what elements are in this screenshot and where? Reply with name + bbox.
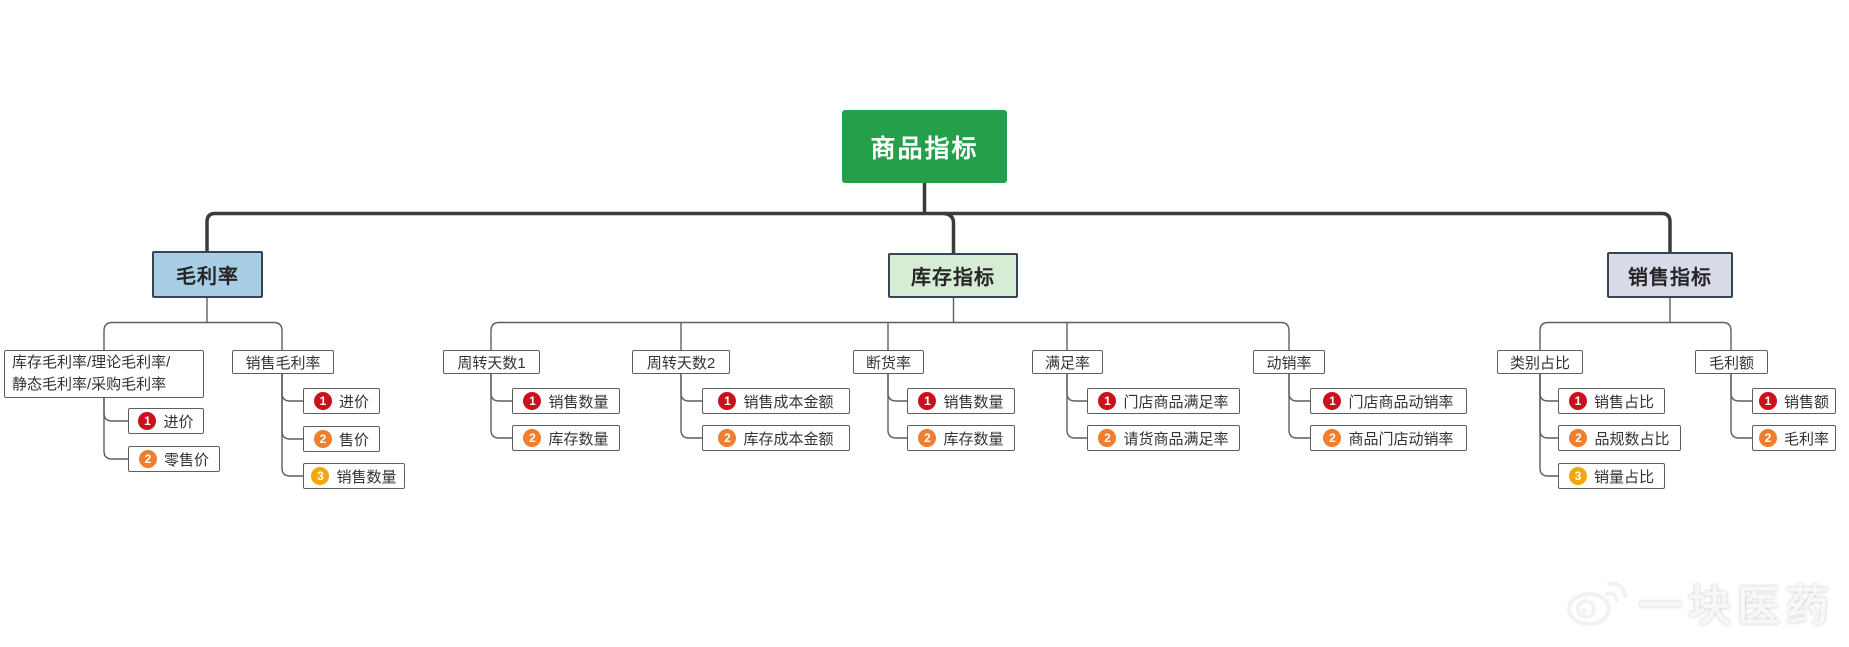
badge-1-icon: 1	[1758, 392, 1777, 410]
leaf-label: 进价	[338, 393, 369, 411]
leaf-node[interactable]: 2 零售价	[128, 446, 220, 472]
leaf-node[interactable]: 2 库存数量	[512, 425, 620, 451]
node-sell-through-rate[interactable]: 动销率	[1253, 350, 1325, 374]
leaf-label: 请货商品满足率	[1123, 430, 1229, 448]
leaf-node[interactable]: 2 品规数占比	[1558, 425, 1681, 451]
leaf-label: 销售数量	[548, 393, 609, 411]
leaf-label: 库存数量	[548, 430, 609, 448]
leaf-label: 门店商品动销率	[1348, 393, 1454, 411]
leaf-node[interactable]: 1 门店商品满足率	[1087, 388, 1240, 414]
badge-3-icon: 3	[311, 467, 330, 485]
variant-line-2: 静态毛利率/采购毛利率	[12, 376, 167, 393]
badge-1-icon: 1	[313, 392, 332, 410]
leaf-label: 销售成本金额	[743, 393, 834, 411]
leaf-label: 零售价	[163, 451, 209, 469]
node-category-share[interactable]: 类别占比	[1497, 350, 1583, 374]
leaf-label: 商品门店动销率	[1348, 430, 1454, 448]
leaf-node[interactable]: 2 售价	[303, 426, 380, 452]
leaf-label: 销量占比	[1593, 468, 1654, 486]
leaf-node[interactable]: 2 商品门店动销率	[1310, 425, 1467, 451]
watermark-text: 一块医药	[1639, 583, 1835, 631]
weibo-icon	[1567, 581, 1627, 626]
leaf-label: 售价	[338, 431, 369, 449]
leaf-node[interactable]: 1 门店商品动销率	[1310, 388, 1467, 414]
watermark: 一块医药	[1563, 572, 1835, 634]
leaf-node[interactable]: 1 进价	[128, 408, 204, 434]
leaf-label: 销售占比	[1593, 393, 1654, 411]
node-inventory-gross-margin-variants[interactable]: 库存毛利率/理论毛利率/ 静态毛利率/采购毛利率	[4, 350, 204, 398]
badge-2-icon: 2	[1569, 429, 1588, 447]
leaf-label: 毛利率	[1783, 430, 1829, 448]
leaf-label: 库存成本金额	[743, 430, 834, 448]
leaf-node[interactable]: 3 销量占比	[1558, 463, 1665, 489]
badge-2-icon: 2	[1758, 429, 1777, 447]
node-turnover-days-2[interactable]: 周转天数2	[632, 350, 730, 374]
badge-1-icon: 1	[718, 392, 737, 410]
leaf-label: 品规数占比	[1594, 430, 1670, 448]
badge-1-icon: 1	[1323, 392, 1342, 410]
leaf-node[interactable]: 1 销售成本金额	[702, 388, 850, 414]
node-turnover-days-1[interactable]: 周转天数1	[443, 350, 540, 374]
badge-2-icon: 2	[1323, 429, 1342, 447]
badge-2-icon: 2	[523, 429, 542, 447]
badge-2-icon: 2	[138, 450, 157, 468]
badge-3-icon: 3	[1568, 467, 1587, 485]
leaf-node[interactable]: 1 销售额	[1752, 388, 1836, 414]
badge-1-icon: 1	[138, 412, 157, 430]
badge-1-icon: 1	[1568, 392, 1587, 410]
leaf-label: 门店商品满足率	[1123, 393, 1229, 411]
leaf-label: 销售数量	[336, 468, 397, 486]
leaf-node[interactable]: 2 库存成本金额	[702, 425, 850, 451]
badge-2-icon: 2	[918, 429, 937, 447]
leaf-label: 库存数量	[943, 430, 1004, 448]
badge-2-icon: 2	[1098, 429, 1117, 447]
leaf-node[interactable]: 1 进价	[303, 388, 380, 414]
node-stockout-rate[interactable]: 断货率	[853, 350, 924, 374]
badge-2-icon: 2	[313, 430, 332, 448]
badge-1-icon: 1	[523, 392, 542, 410]
node-fill-rate[interactable]: 满足率	[1032, 350, 1103, 374]
badge-1-icon: 1	[918, 392, 937, 410]
badge-1-icon: 1	[1098, 392, 1117, 410]
leaf-label: 销售额	[1783, 393, 1829, 411]
node-inventory-metrics[interactable]: 库存指标	[888, 253, 1018, 298]
leaf-node[interactable]: 1 销售数量	[512, 388, 620, 414]
leaf-node[interactable]: 2 库存数量	[907, 425, 1015, 451]
leaf-node[interactable]: 2 请货商品满足率	[1087, 425, 1240, 451]
leaf-label: 销售数量	[943, 393, 1004, 411]
leaf-node[interactable]: 2 毛利率	[1752, 425, 1836, 451]
leaf-label: 进价	[163, 413, 194, 431]
variant-line-1: 库存毛利率/理论毛利率/	[12, 353, 171, 371]
leaf-node[interactable]: 3 销售数量	[303, 463, 405, 489]
node-gross-margin-rate[interactable]: 毛利率	[152, 251, 263, 298]
node-sales-metrics[interactable]: 销售指标	[1607, 252, 1733, 298]
badge-2-icon: 2	[718, 429, 737, 447]
leaf-node[interactable]: 1 销售数量	[907, 388, 1015, 414]
leaf-node[interactable]: 1 销售占比	[1558, 388, 1665, 414]
node-sales-gross-margin[interactable]: 销售毛利率	[232, 350, 334, 374]
node-root-product-metrics[interactable]: 商品指标	[842, 110, 1007, 183]
node-gross-profit-amount[interactable]: 毛利额	[1695, 350, 1768, 374]
